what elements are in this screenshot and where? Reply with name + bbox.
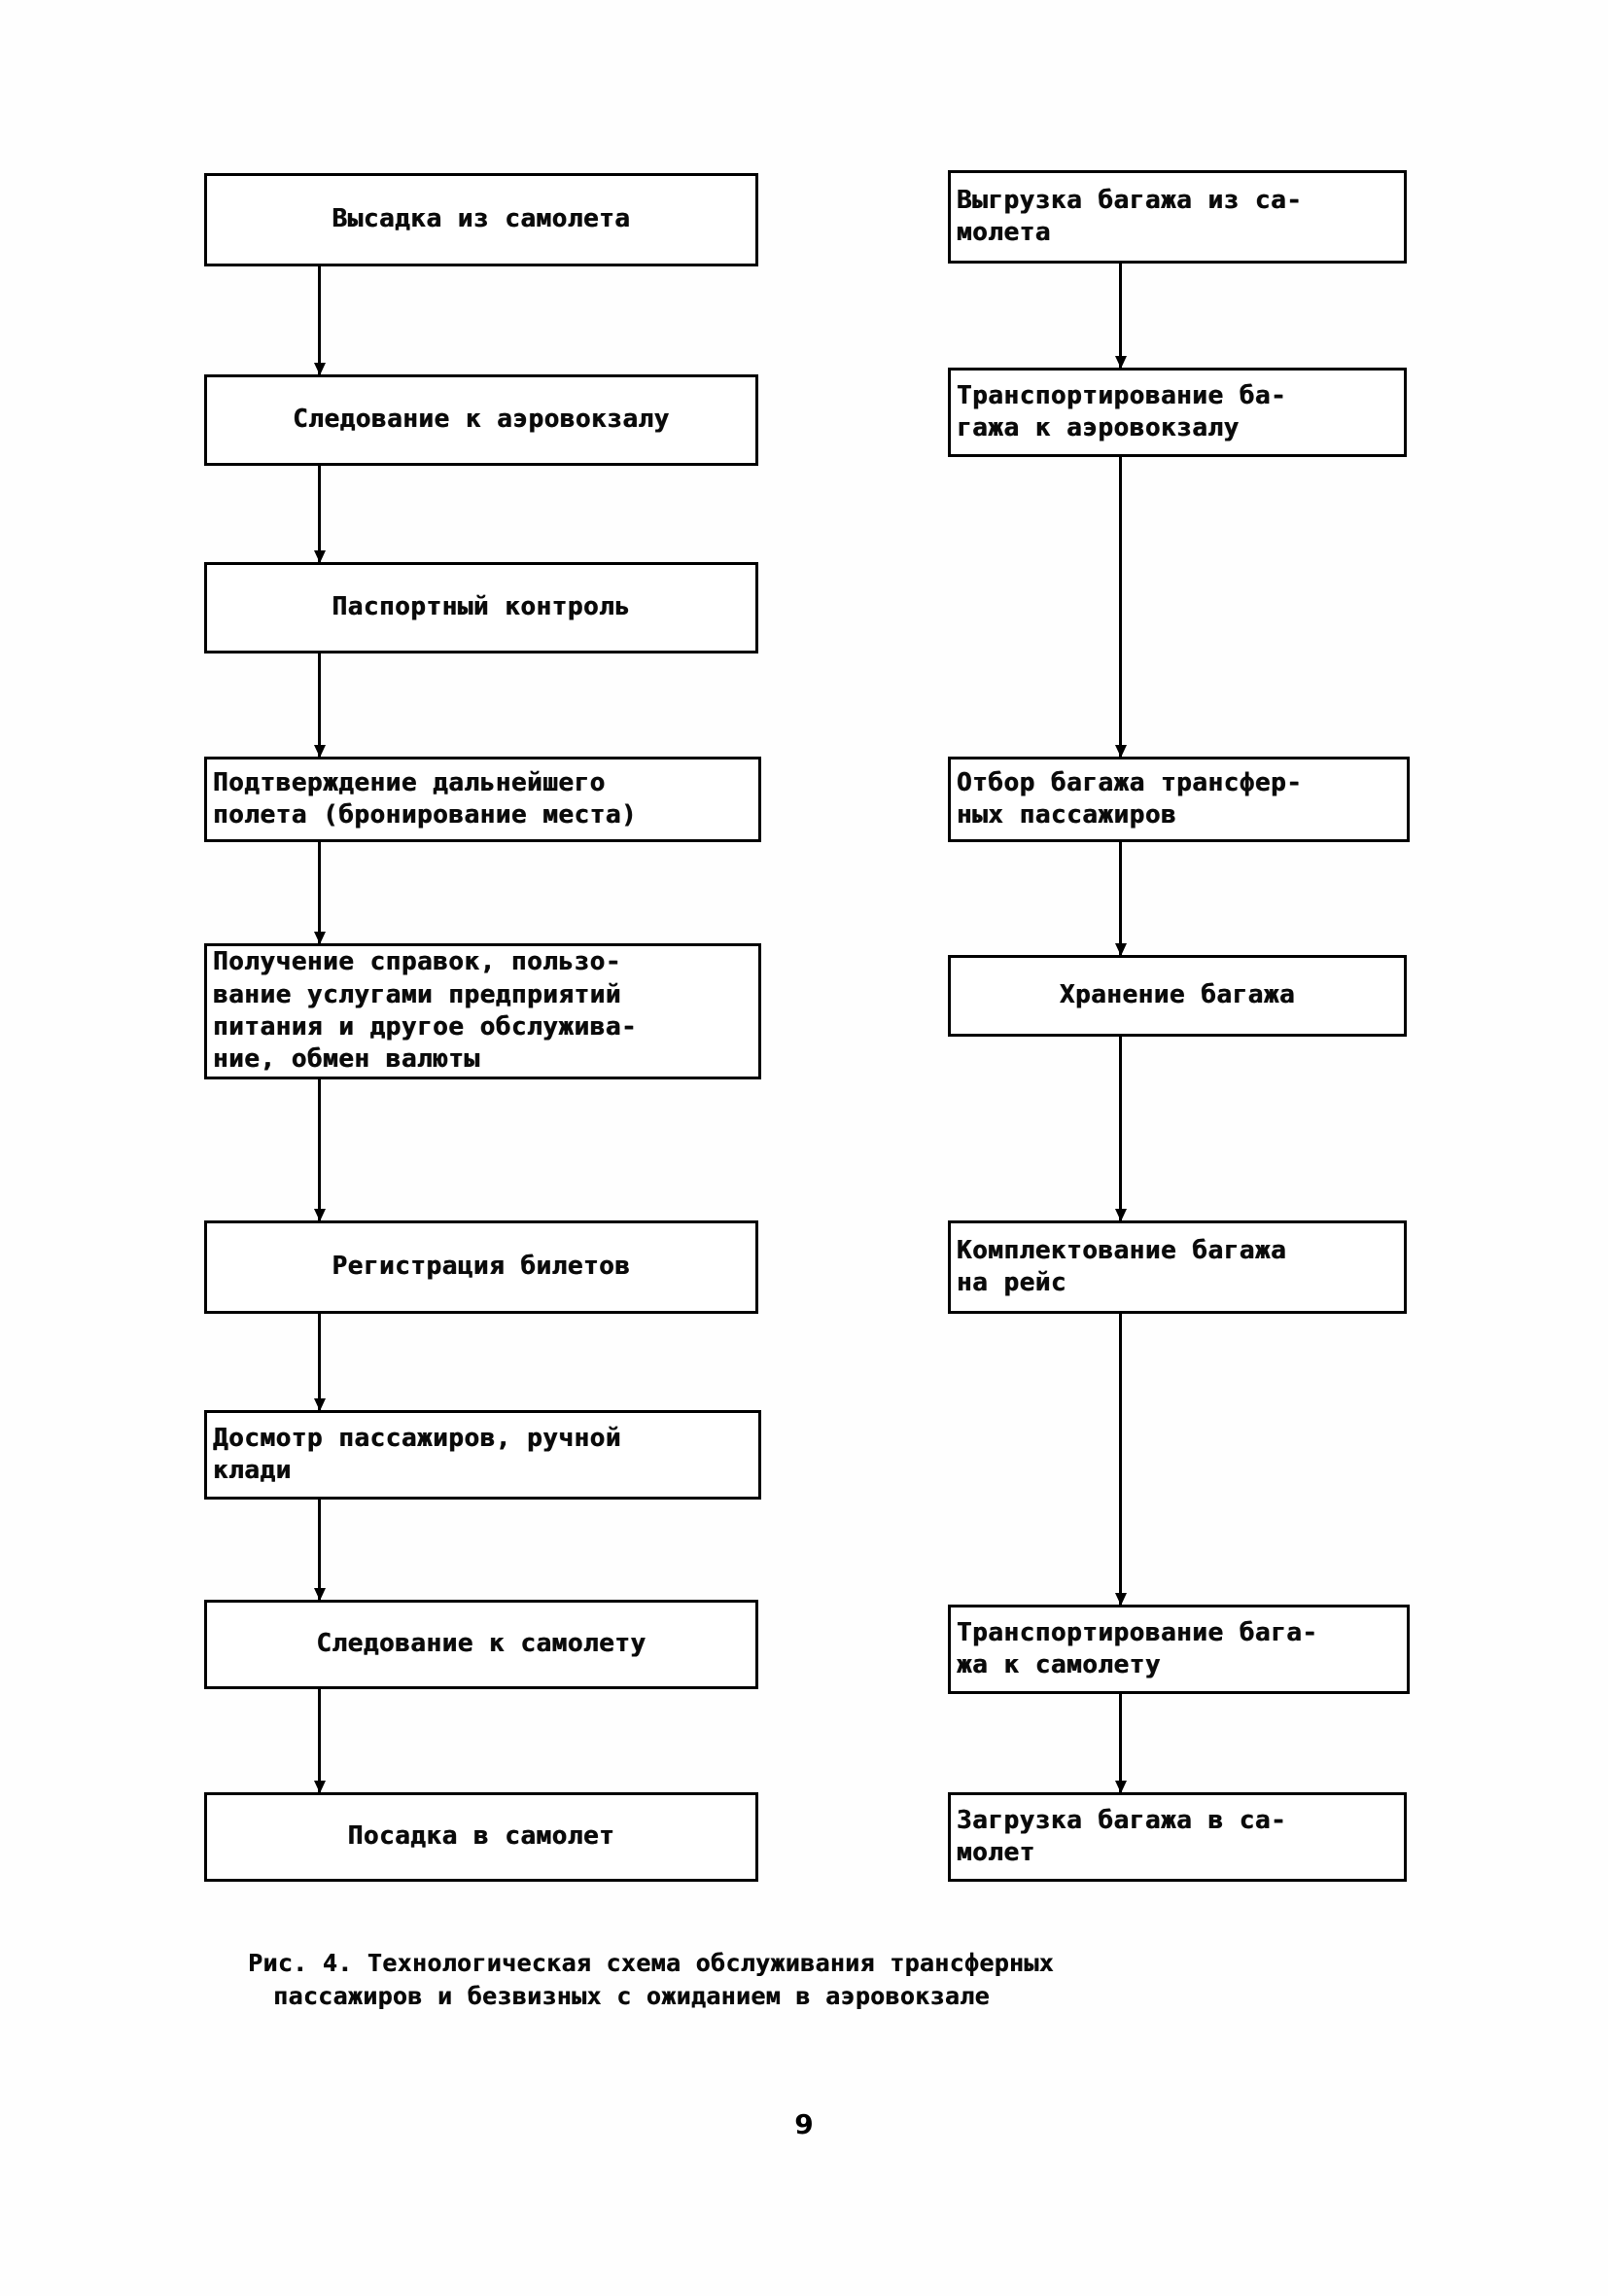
flow-node-L2-label: Следование к аэровокзалу — [293, 405, 670, 435]
flow-node-R7-label: Загрузка багажа в са- молет — [957, 1805, 1287, 1867]
flow-edge-R2-R3 — [1119, 457, 1122, 757]
flow-edge-L3-L4 — [318, 653, 321, 757]
flow-node-L7: Досмотр пассажиров, ручной клади — [204, 1410, 761, 1500]
flow-node-L2: Следование к аэровокзалу — [204, 374, 758, 466]
flow-edge-L2-L3 — [318, 466, 321, 562]
flow-edge-R6-R7 — [1119, 1694, 1122, 1792]
flow-node-R2: Транспортирование ба- гажа к аэровокзалу — [948, 368, 1407, 457]
flow-node-R4-label: Хранение багажа — [1059, 980, 1296, 1010]
flow-edge-L8-L9 — [318, 1689, 321, 1792]
flow-node-R4: Хранение багажа — [948, 955, 1407, 1037]
flow-node-L4-label: Подтверждение дальнейшего полета (бронир… — [213, 767, 638, 830]
flow-node-R3: Отбор багажа трансфер- ных пассажиров — [948, 757, 1410, 842]
flow-node-L9: Посадка в самолет — [204, 1792, 758, 1882]
flow-node-L6: Регистрация билетов — [204, 1220, 758, 1314]
flow-node-L7-label: Досмотр пассажиров, ручной клади — [213, 1423, 621, 1485]
flow-edge-L4-L5 — [318, 842, 321, 943]
flow-node-R5: Комплектование багажа на рейс — [948, 1220, 1407, 1314]
flow-node-L8: Следование к самолету — [204, 1600, 758, 1689]
flow-edge-L5-L6 — [318, 1079, 321, 1220]
figure-caption-line2: пассажиров и безвизных с ожиданием в аэр… — [273, 1981, 990, 2010]
flow-node-L5: Получение справок, пользо- вание услугам… — [204, 943, 761, 1079]
flow-edge-R3-R4 — [1119, 842, 1122, 955]
flow-node-R2-label: Транспортирование ба- гажа к аэровокзалу — [957, 380, 1287, 442]
figure-caption-line1: Рис. 4. Технологическая схема обслуживан… — [248, 1949, 1054, 1977]
flow-edge-R5-R6 — [1119, 1314, 1122, 1605]
flow-node-L4: Подтверждение дальнейшего полета (бронир… — [204, 757, 761, 842]
flow-edge-L6-L7 — [318, 1314, 321, 1410]
flow-edge-R4-R5 — [1119, 1037, 1122, 1220]
flow-node-R7: Загрузка багажа в са- молет — [948, 1792, 1407, 1882]
flow-node-R5-label: Комплектование багажа на рейс — [957, 1235, 1287, 1297]
flow-node-R6-label: Транспортирование бага- жа к самолету — [957, 1617, 1318, 1679]
flow-edge-R1-R2 — [1119, 264, 1122, 368]
page-number: 9 — [794, 2108, 814, 2140]
flow-node-L9-label: Посадка в самолет — [347, 1821, 615, 1852]
flow-node-R6: Транспортирование бага- жа к самолету — [948, 1605, 1410, 1694]
flow-node-L3: Паспортный контроль — [204, 562, 758, 653]
flow-node-R1: Выгрузка багажа из са- молета — [948, 170, 1407, 264]
flow-node-L8-label: Следование к самолету — [316, 1629, 647, 1659]
flow-node-L3-label: Паспортный контроль — [332, 592, 631, 622]
flow-node-L1-label: Высадка из самолета — [332, 204, 631, 234]
figure-caption: Рис. 4. Технологическая схема обслуживан… — [248, 1947, 1385, 2013]
flow-node-L5-label: Получение справок, пользо- вание услугам… — [213, 947, 638, 1075]
flow-edge-L1-L2 — [318, 266, 321, 374]
flow-node-L1: Высадка из самолета — [204, 173, 758, 266]
flow-node-L6-label: Регистрация билетов — [332, 1252, 631, 1282]
flow-node-R3-label: Отбор багажа трансфер- ных пассажиров — [957, 767, 1303, 830]
flow-edge-L7-L8 — [318, 1500, 321, 1600]
flow-node-R1-label: Выгрузка багажа из са- молета — [957, 185, 1303, 247]
